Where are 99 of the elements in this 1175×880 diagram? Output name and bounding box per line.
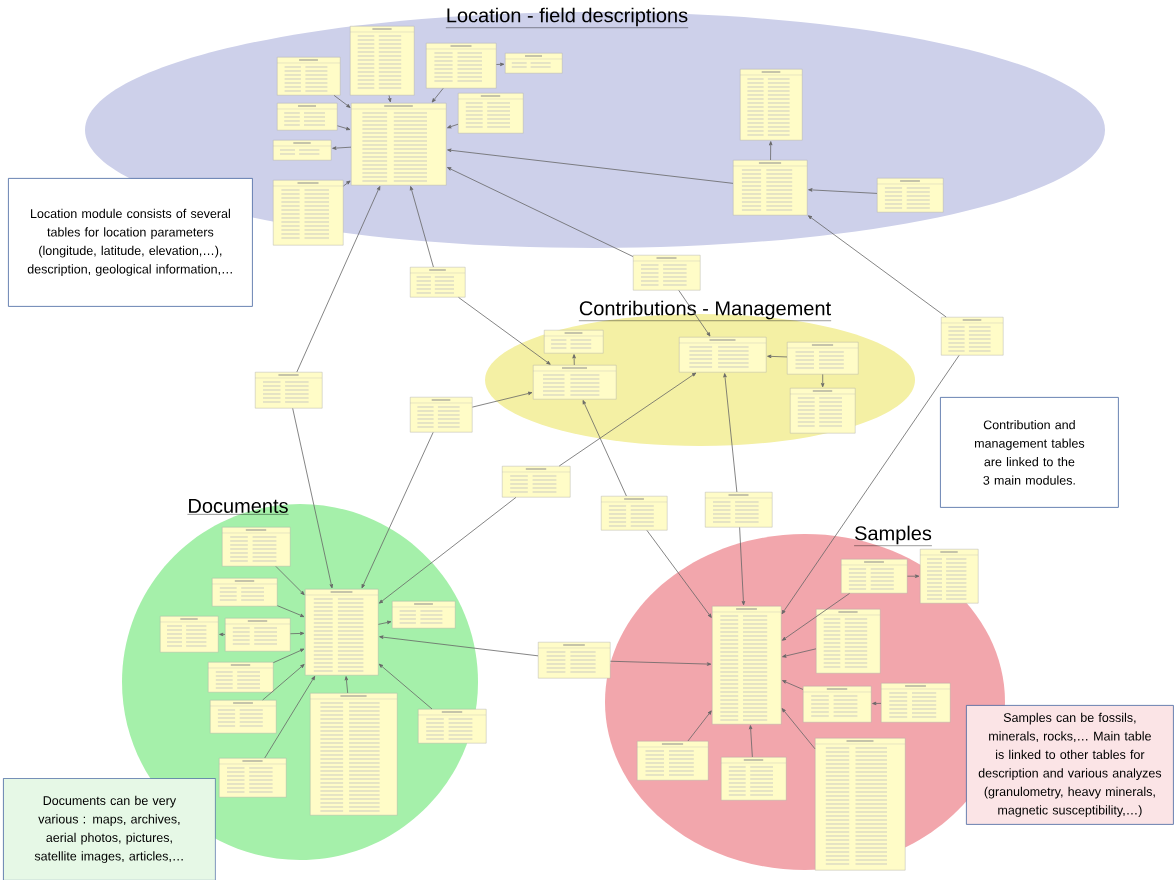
arrow: [378, 663, 433, 710]
arrow: [333, 95, 351, 108]
table-box: [391, 601, 456, 629]
table-box: [304, 589, 379, 676]
arrow: [273, 648, 305, 663]
arrow: [275, 566, 305, 596]
table-box: [417, 709, 487, 744]
arrow: [610, 660, 712, 666]
table-box: [254, 372, 323, 409]
arrow: [219, 632, 226, 637]
table-box: [919, 549, 979, 604]
table-box: [815, 609, 881, 674]
arrow: [431, 88, 444, 103]
arrow: [409, 186, 434, 268]
arrow: [378, 620, 392, 625]
table-box: [876, 178, 944, 213]
arrow: [277, 605, 305, 618]
arrow: [290, 631, 305, 636]
table-box: [409, 397, 473, 433]
arrow: [379, 635, 539, 657]
table-box: [600, 496, 668, 531]
table-box: [224, 618, 291, 652]
table-box: [409, 267, 466, 298]
table-box: [218, 758, 287, 798]
table-box: [209, 700, 277, 734]
arrow: [337, 125, 351, 131]
arrow: [572, 354, 576, 366]
arrow: [808, 188, 878, 194]
arrow: [343, 180, 351, 187]
table-box: [704, 492, 773, 528]
arrow: [687, 710, 712, 742]
arrow: [292, 408, 333, 589]
arrow: [781, 593, 850, 641]
table-box: [636, 741, 709, 781]
arrow: [807, 215, 947, 318]
arrow: [768, 141, 773, 161]
arrow: [447, 123, 459, 129]
arrow: [344, 676, 349, 694]
table-box: [786, 342, 859, 375]
table-box: [425, 43, 497, 89]
arrow: [907, 574, 920, 578]
arrow: [472, 391, 533, 408]
table-box: [276, 57, 341, 96]
table-box: [814, 738, 906, 871]
table-box: [207, 662, 274, 693]
arrow: [782, 680, 804, 690]
arrow: [361, 432, 434, 589]
arrow: [447, 148, 734, 184]
table-box: [221, 527, 291, 567]
arrow: [781, 355, 960, 615]
table-box: [211, 578, 278, 607]
arrow: [296, 186, 381, 373]
note-box: Contribution and management tables are linked to the 3 main modules.: [940, 397, 1119, 508]
table-box: [537, 642, 611, 679]
arrow: [558, 372, 697, 467]
table-box: [543, 330, 604, 354]
table-box: [272, 180, 344, 246]
table-box: [940, 317, 1004, 356]
table-box: [457, 93, 524, 134]
arrow: [458, 297, 551, 365]
table-box: [678, 337, 767, 373]
arrow: [748, 725, 753, 758]
table-box: [309, 693, 398, 816]
table-box: [720, 757, 787, 801]
arrow: [582, 400, 627, 497]
table-box: [789, 388, 856, 434]
table-box: [802, 686, 872, 723]
table-box: [532, 365, 617, 400]
arrow: [872, 701, 882, 706]
arrow: [378, 497, 517, 604]
table-box: [632, 255, 701, 291]
table-box: [350, 103, 447, 186]
arrow: [820, 374, 825, 388]
arrow: [782, 648, 817, 658]
table-box: [732, 160, 808, 216]
note-box: Documents can be very various : maps, archives, aerial photos, pictures, satellite images, articles,…: [3, 778, 216, 880]
arrow: [332, 146, 352, 150]
table-box: [349, 26, 415, 96]
arrow: [723, 373, 738, 493]
table-box: [276, 103, 338, 131]
arrow: [646, 530, 712, 618]
arrow: [496, 62, 505, 67]
table-box: [840, 559, 908, 594]
table-box: [880, 683, 951, 723]
arrow: [262, 664, 305, 701]
arrow: [264, 675, 316, 759]
table-box: [501, 466, 571, 498]
table-box: [272, 140, 332, 161]
arrow: [387, 95, 392, 103]
table-box: [739, 69, 803, 141]
table-box: [711, 606, 782, 725]
table-box: [504, 53, 563, 74]
note-box: Samples can be fossils, minerals, rocks,… Main table is linked to other tables for description and various analyzes (granulometry, heavy minerals, magnetic susceptibility,…): [966, 705, 1174, 825]
note-box: Location module consists of several tables for location parameters (longitude, latitude, elevation,…), description, geological information,…: [8, 178, 253, 307]
arrow: [781, 708, 816, 750]
arrow: [447, 167, 634, 257]
arrow: [678, 290, 711, 337]
table-box: [159, 616, 219, 653]
arrow: [767, 354, 788, 359]
